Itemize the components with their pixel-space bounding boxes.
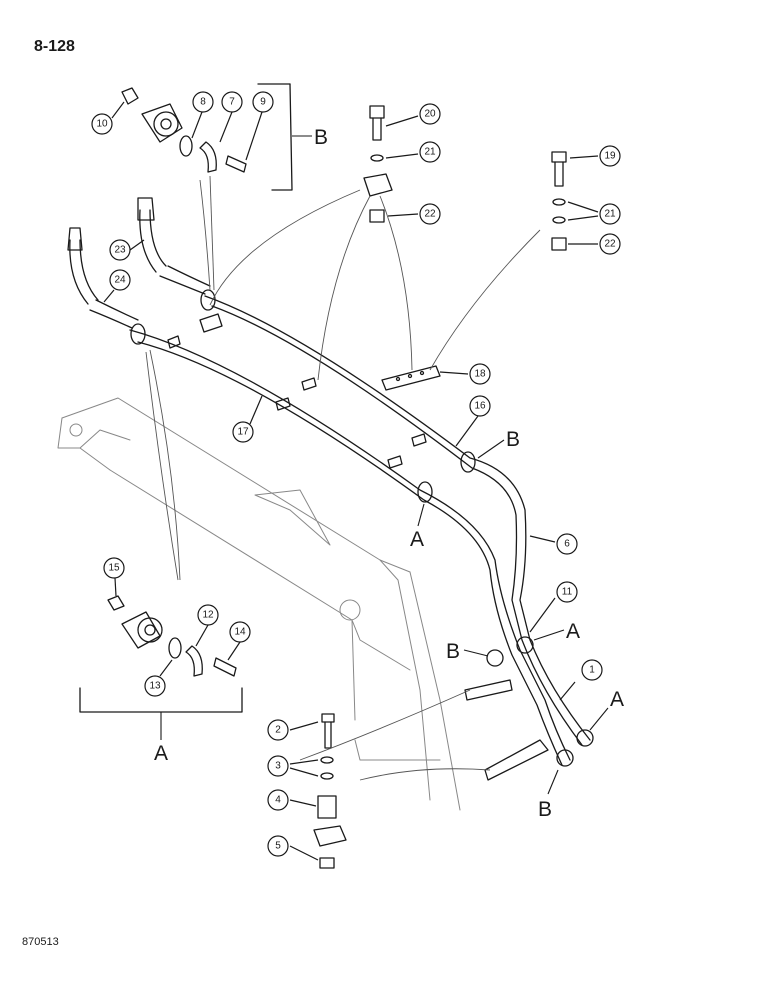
callout-14: 14 (227, 621, 251, 661)
svg-text:5: 5 (275, 841, 281, 852)
svg-text:A: A (154, 742, 168, 765)
svg-text:12: 12 (202, 610, 214, 621)
label-b-top: B (477, 428, 520, 459)
callout-12: 12 (195, 604, 219, 647)
label-b-mid: B (446, 640, 489, 663)
callout-20: 20 (385, 103, 441, 127)
svg-text:20: 20 (424, 109, 436, 120)
svg-text:23: 23 (114, 245, 126, 256)
svg-text:6: 6 (564, 539, 570, 550)
callout-6: 6 (529, 533, 578, 555)
brackets (167, 313, 549, 781)
svg-text:15: 15 (108, 563, 120, 574)
svg-text:18: 18 (474, 369, 486, 380)
callout-23: 23 (109, 239, 145, 261)
hardware-stack-left (313, 713, 347, 869)
callout-2: 2 (267, 719, 319, 741)
drawing-code: 870513 (22, 936, 59, 948)
svg-text:16: 16 (474, 401, 486, 412)
callout-21a: 21 (385, 141, 441, 163)
callout-5: 5 (267, 835, 319, 861)
callout-1: 1 (559, 659, 603, 701)
svg-text:B: B (506, 428, 520, 451)
svg-text:11: 11 (562, 587, 573, 598)
callout-21b: 21 (567, 201, 621, 225)
callout-13: 13 (144, 659, 173, 697)
svg-text:10: 10 (96, 119, 108, 130)
label-b-low: B (538, 769, 559, 821)
boom (57, 397, 461, 811)
svg-text:9: 9 (260, 97, 266, 108)
svg-text:13: 13 (149, 681, 161, 692)
tube-clamps (130, 289, 594, 767)
svg-text:4: 4 (275, 795, 281, 806)
svg-text:17: 17 (237, 427, 249, 438)
svg-text:21: 21 (604, 209, 616, 220)
label-b-detail: B (292, 126, 328, 149)
label-a-top: A (410, 503, 425, 551)
svg-text:22: 22 (604, 239, 616, 250)
callout-4: 4 (267, 789, 317, 811)
callout-17: 17 (232, 395, 263, 443)
svg-text:3: 3 (275, 761, 281, 772)
svg-text:A: A (610, 688, 624, 711)
svg-text:A: A (410, 528, 424, 551)
detail-b (121, 83, 293, 191)
hose-24 (67, 227, 139, 329)
sweep-lines (145, 175, 541, 781)
svg-text:1: 1 (589, 665, 595, 676)
svg-text:B: B (314, 126, 328, 149)
hose-23 (137, 197, 211, 295)
callout-22b: 22 (568, 233, 621, 255)
callout-10: 10 (91, 101, 125, 135)
svg-text:14: 14 (234, 627, 246, 638)
svg-text:8: 8 (200, 97, 206, 108)
svg-text:7: 7 (229, 97, 235, 108)
callout-7: 7 (219, 91, 243, 143)
svg-text:24: 24 (114, 275, 126, 286)
tube-17 (129, 329, 571, 766)
svg-text:2: 2 (275, 725, 281, 736)
callout-9: 9 (245, 91, 274, 161)
svg-text:19: 19 (604, 151, 616, 162)
callout-24: 24 (103, 269, 131, 303)
callout-22a: 22 (387, 203, 441, 225)
callout-15: 15 (103, 557, 125, 597)
label-a-detail: A (154, 712, 168, 765)
callout-16: 16 (455, 395, 491, 447)
callout-8: 8 (191, 91, 214, 139)
bracket-18 (381, 365, 441, 391)
svg-text:22: 22 (424, 209, 436, 220)
label-a-low: A (589, 688, 624, 731)
hardware-stack-center (363, 105, 393, 223)
svg-text:B: B (538, 798, 552, 821)
svg-text:21: 21 (424, 147, 436, 158)
tube-16 (204, 295, 591, 746)
callout-18: 18 (439, 363, 491, 385)
label-a-mid: A (533, 620, 580, 643)
svg-text:B: B (446, 640, 460, 663)
page-number: 8-128 (34, 38, 75, 55)
callout-19: 19 (569, 145, 621, 167)
svg-text:A: A (566, 620, 580, 643)
callout-11: 11 (529, 581, 578, 633)
callout-3: 3 (267, 755, 319, 777)
hardware-stack-right (551, 151, 567, 251)
